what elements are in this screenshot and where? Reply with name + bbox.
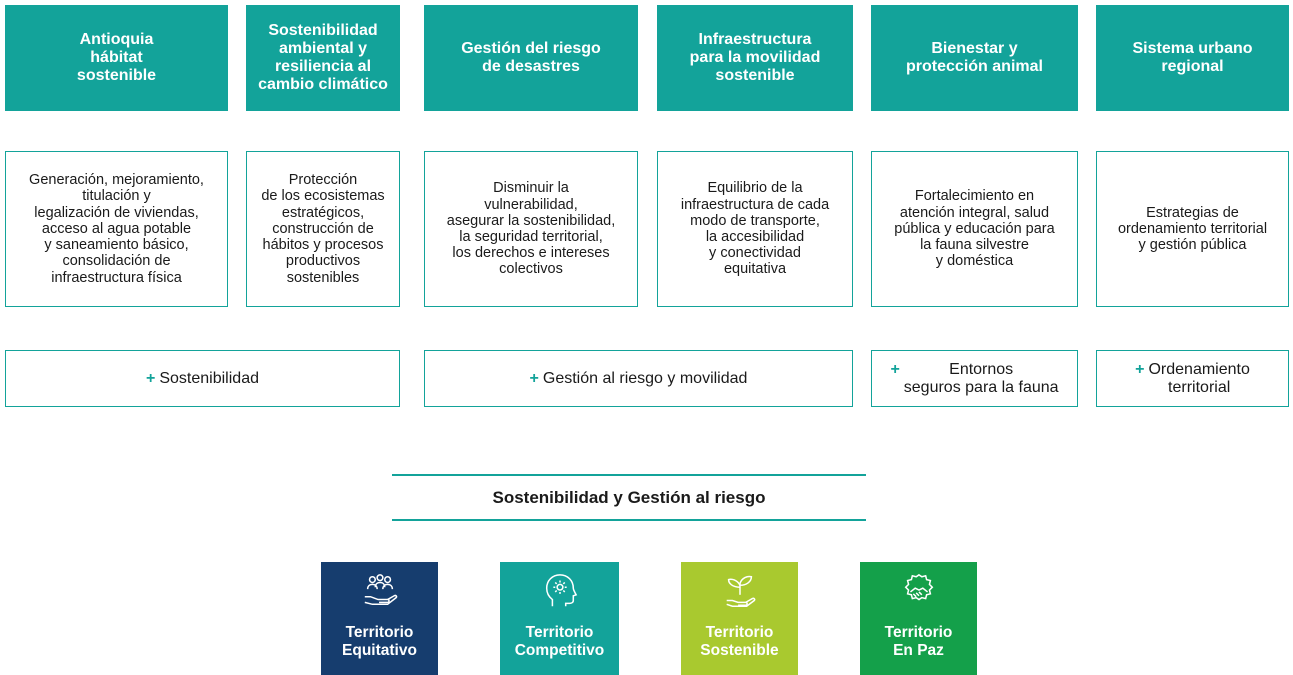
tile-territorio-sostenible: Territorio Sostenible (681, 562, 798, 675)
handshake-icon (904, 573, 933, 601)
header-label: Infraestructura para la movilidad sosten… (689, 31, 821, 84)
desc-antioquia-habitat: Generación, mejoramiento, titulación y l… (5, 151, 228, 307)
header-label: Sistema urbano regional (1132, 40, 1253, 75)
desc-sostenibilidad-ambiental: Protección de los ecosistemas estratégic… (246, 151, 400, 307)
outcome-sostenibilidad: +Sostenibilidad (5, 350, 400, 407)
header-label: Bienestar y protección animal (906, 40, 1043, 75)
header-gestion-riesgo: Gestión del riesgo de desastres (424, 5, 638, 111)
plus-icon: + (1135, 361, 1145, 378)
header-label: Antioquia hábitat sostenible (76, 31, 157, 84)
header-infraestructura-movilidad: Infraestructura para la movilidad sosten… (657, 5, 853, 111)
outcome-riesgo-movilidad: +Gestión al riesgo y movilidad (424, 350, 853, 407)
plant-hand-icon (725, 575, 755, 607)
desc-infraestructura-movilidad: Equilibrio de la infraestructura de cada… (657, 151, 853, 307)
tile-label: Territorio Competitivo (514, 624, 605, 659)
desc-sistema-urbano: Estrategias de ordenamiento territorial … (1096, 151, 1289, 307)
outcome-label: Ordenamiento territorial (1148, 360, 1250, 396)
header-sistema-urbano: Sistema urbano regional (1096, 5, 1289, 111)
plus-icon: + (890, 361, 900, 378)
desc-text: Disminuir la vulnerabilidad, asegurar la… (446, 180, 616, 278)
tile-territorio-en-paz: Territorio En Paz (860, 562, 977, 675)
outcome-ordenamiento: +Ordenamiento territorial (1096, 350, 1289, 407)
tile-label: Territorio En Paz (884, 624, 953, 659)
header-antioquia-habitat: Antioquia hábitat sostenible (5, 5, 228, 111)
desc-text: Equilibrio de la infraestructura de cada… (680, 180, 830, 278)
desc-text: Fortalecimiento en atención integral, sa… (894, 188, 1055, 270)
plus-icon: + (146, 369, 156, 387)
header-bienestar-animal: Bienestar y protección animal (871, 5, 1078, 111)
tile-territorio-competitivo: Territorio Competitivo (500, 562, 619, 675)
desc-bienestar-animal: Fortalecimiento en atención integral, sa… (871, 151, 1078, 307)
tile-label: Territorio Sostenible (700, 624, 779, 659)
head-gear-icon (545, 574, 577, 607)
header-sostenibilidad-ambiental: Sostenibilidad ambiental y resiliencia a… (246, 5, 400, 111)
banner-bottom-rule (392, 519, 866, 521)
tile-label: Territorio Equitativo (342, 624, 417, 659)
header-label: Sostenibilidad ambiental y resiliencia a… (258, 22, 388, 93)
header-label: Gestión del riesgo de desastres (461, 40, 601, 75)
outcome-label: Sostenibilidad (159, 369, 259, 387)
banner-top-rule (392, 474, 866, 476)
banner-title: Sostenibilidad y Gestión al riesgo (492, 488, 766, 507)
people-hand-icon (364, 574, 397, 606)
outcome-label: Gestión al riesgo y movilidad (542, 369, 748, 387)
desc-gestion-riesgo: Disminuir la vulnerabilidad, asegurar la… (424, 151, 638, 307)
desc-text: Generación, mejoramiento, titulación y l… (29, 172, 204, 286)
desc-text: Protección de los ecosistemas estratégic… (261, 172, 385, 286)
plus-icon: + (529, 369, 539, 387)
outcome-fauna: +Entornos seguros para la fauna (871, 350, 1078, 407)
tile-territorio-equitativo: Territorio Equitativo (321, 562, 438, 675)
desc-text: Estrategias de ordenamiento territorial … (1117, 204, 1268, 254)
outcome-label: Entornos seguros para la fauna (903, 360, 1059, 396)
